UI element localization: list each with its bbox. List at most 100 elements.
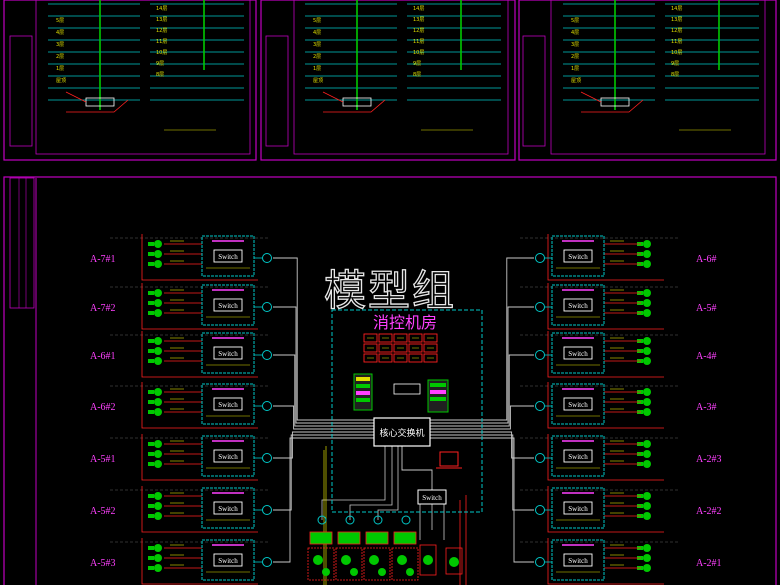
node-switch xyxy=(213,501,243,515)
uplink-port-icon xyxy=(535,505,545,515)
camera-mount-icon xyxy=(148,242,154,246)
uplink-wire-left xyxy=(273,257,374,421)
switch-enclosure xyxy=(201,487,255,529)
node-boundary xyxy=(141,331,258,378)
uplink-wire-left xyxy=(273,306,374,424)
device-bracket xyxy=(335,547,363,581)
right-building-node: Switch xyxy=(535,234,664,281)
top-sheet-3 xyxy=(518,0,777,161)
floor-label: 1层 xyxy=(571,66,579,72)
uplink-port-icon xyxy=(262,302,272,312)
camera-icon xyxy=(154,544,162,552)
switch-enclosure xyxy=(551,383,605,425)
watermark-text: 模型组 xyxy=(324,266,456,315)
node-boundary xyxy=(547,434,664,481)
switch-enclosure xyxy=(201,539,255,581)
left-building-node: Switch xyxy=(141,283,272,330)
camera-icon xyxy=(154,240,162,248)
uplink-wire-right xyxy=(430,257,534,421)
building-label-right: A-2#1 xyxy=(696,558,722,569)
floor-label: 4层 xyxy=(56,30,64,36)
camera-mount-icon xyxy=(148,390,154,394)
camera-mount-icon xyxy=(148,556,154,560)
uplink-port-icon xyxy=(262,350,272,360)
node-switch xyxy=(213,298,243,312)
camera-icon xyxy=(154,309,162,317)
floor-label: 3层 xyxy=(56,42,64,48)
bottom-camera-devices xyxy=(307,515,463,581)
device-port-icon xyxy=(345,515,355,525)
device-panel xyxy=(309,531,333,545)
node-switch-label: Switch xyxy=(568,401,588,409)
node-switch xyxy=(563,501,593,515)
node-boundary xyxy=(141,486,258,533)
floor-label: 11层 xyxy=(671,39,682,45)
uplink-wire-left xyxy=(273,434,374,511)
node-boundary xyxy=(547,538,664,585)
camera-mount-icon xyxy=(148,546,154,550)
building-label-left: A-7#2 xyxy=(90,303,116,314)
node-switch xyxy=(563,397,593,411)
node-switch-label: Switch xyxy=(568,453,588,461)
camera-icon xyxy=(643,309,651,317)
camera-mount-icon xyxy=(148,359,154,363)
camera-icon xyxy=(154,260,162,268)
camera-mount-icon xyxy=(148,452,154,456)
room-switch-drops xyxy=(419,504,445,540)
camera-mount-icon xyxy=(148,349,154,353)
camera-icon xyxy=(643,450,651,458)
camera-icon xyxy=(449,557,459,567)
node-switch-label: Switch xyxy=(568,557,588,565)
camera-icon xyxy=(643,544,651,552)
camera-icon xyxy=(643,240,651,248)
floor-label: 3层 xyxy=(313,42,321,48)
camera-icon xyxy=(397,555,407,565)
node-switch xyxy=(563,346,593,360)
uplink-port-icon xyxy=(262,557,272,567)
device-bracket xyxy=(391,547,419,581)
camera-icon xyxy=(643,289,651,297)
switch-enclosure xyxy=(201,235,255,277)
camera-icon xyxy=(378,568,386,576)
camera-icon xyxy=(643,398,651,406)
switch-enclosure xyxy=(201,435,255,477)
node-boundary xyxy=(141,283,258,330)
network-wiring xyxy=(110,237,680,585)
building-label-left: A-5#1 xyxy=(90,454,116,465)
node-switch-label: Switch xyxy=(218,302,238,310)
node-switch-label: Switch xyxy=(218,453,238,461)
node-switch-label: Switch xyxy=(218,505,238,513)
workstation-icon xyxy=(439,451,459,467)
camera-icon xyxy=(643,347,651,355)
node-switch-label: Switch xyxy=(568,253,588,261)
room-switch-label: Switch xyxy=(422,494,442,502)
uplink-port-icon xyxy=(262,505,272,515)
uplink-port-icon xyxy=(535,253,545,263)
camera-mount-icon xyxy=(148,252,154,256)
node-switch xyxy=(213,449,243,463)
camera-icon xyxy=(643,492,651,500)
rack-right xyxy=(427,379,449,413)
left-building-node: Switch xyxy=(141,234,272,281)
device-bracket xyxy=(363,547,391,581)
floor-label: 12层 xyxy=(156,28,167,34)
building-label-left: A-5#2 xyxy=(90,506,116,517)
camera-icon xyxy=(154,398,162,406)
uplink-wire-left xyxy=(273,431,374,459)
device-panel xyxy=(365,531,389,545)
camera-mount-icon xyxy=(148,566,154,570)
floor-label: 12层 xyxy=(413,28,424,34)
node-switch xyxy=(563,298,593,312)
uplink-wire-right xyxy=(430,306,534,424)
floor-label: 5层 xyxy=(313,18,321,24)
camera-mount-icon xyxy=(148,494,154,498)
building-label-left: A-6#2 xyxy=(90,402,116,413)
camera-mount-icon xyxy=(148,400,154,404)
core-to-room-switch xyxy=(401,446,433,490)
right-building-node: Switch xyxy=(535,538,664,585)
switch-enclosure xyxy=(201,284,255,326)
uplink-wire-right xyxy=(430,431,534,459)
uplink-port-icon xyxy=(535,302,545,312)
